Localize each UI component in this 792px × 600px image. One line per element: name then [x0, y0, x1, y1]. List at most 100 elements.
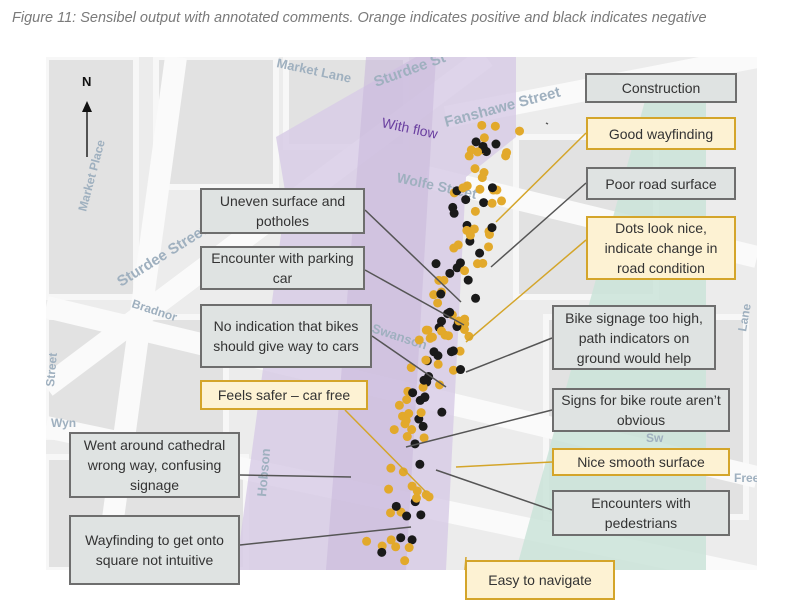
leader-line: [364, 209, 462, 303]
sensor-dot: [455, 258, 465, 268]
sensor-dot: [391, 501, 401, 511]
sensor-dot: [456, 365, 466, 375]
figure-caption: Figure 11: Sensibel output with annotate…: [12, 10, 707, 26]
sensor-dot: [487, 223, 497, 233]
sensor-dot: [386, 535, 396, 545]
sensor-dot: [427, 332, 437, 342]
sensor-dot: [453, 240, 463, 250]
sensor-dot: [477, 120, 487, 130]
sensor-dot: [407, 481, 417, 491]
sensor-dot: [479, 133, 489, 143]
sensor-dot: [464, 331, 474, 341]
sensor-dot: [515, 126, 525, 136]
sensor-dot: [420, 392, 430, 402]
sensor-dot: [415, 459, 425, 469]
sensor-dot: [416, 408, 426, 418]
sensor-dot: [475, 248, 485, 258]
with-flow-arrow: [326, 57, 436, 570]
leader-line: [455, 461, 553, 468]
negative-comment-box: Encounter with parking car: [200, 246, 365, 290]
sensor-dot: [419, 433, 429, 443]
sensor-dot: [458, 183, 468, 193]
street-label: Free: [734, 471, 757, 485]
sensor-dot: [414, 335, 424, 345]
sensor-dot: [402, 511, 412, 521]
sensor-dot: [469, 224, 479, 234]
sensor-dot: [487, 198, 497, 208]
sensor-dot: [391, 542, 401, 552]
sensor-dot: [408, 388, 418, 398]
sensor-dot: [470, 206, 480, 216]
sensor-dot: [443, 331, 453, 341]
sensor-dot: [475, 184, 485, 194]
sensor-dot: [479, 198, 489, 208]
sensor-dot: [461, 195, 471, 205]
sensor-dot: [491, 139, 501, 149]
sensor-dot: [448, 346, 458, 356]
negative-comment-box: Construction: [585, 73, 737, 103]
sensor-dot: [433, 298, 443, 308]
north-arrow-head: [82, 101, 92, 112]
sensor-dot: [400, 556, 410, 566]
sensor-dot: [386, 463, 396, 473]
sensor-dot: [435, 380, 445, 390]
leader-line: [371, 335, 447, 388]
leader-line: [405, 409, 553, 448]
street-label: Lane: [735, 302, 754, 332]
sensor-dot: [445, 307, 455, 317]
sensor-dot: [384, 484, 394, 494]
sensor-dot: [396, 533, 406, 543]
positive-comment-box: Easy to navigate: [465, 560, 615, 600]
leader-line: [239, 526, 412, 546]
sensor-dot: [389, 425, 399, 435]
leader-line: [490, 182, 587, 268]
street-label: Hobson: [254, 448, 273, 498]
north-label: N: [82, 74, 92, 89]
leader-line: [364, 269, 465, 326]
sensor-dot: [487, 183, 497, 193]
negative-comment-box: Went around cathedral wrong way, confusi…: [69, 432, 240, 498]
sensor-dot: [404, 409, 414, 419]
street-label: Street: [46, 352, 60, 387]
sensor-dot: [477, 173, 487, 183]
sensor-dot: [455, 346, 465, 356]
sensor-dot: [445, 268, 455, 278]
negative-comment-box: Poor road surface: [586, 167, 736, 200]
positive-comment-box: Dots look nice, indicate change in road …: [586, 216, 736, 280]
negative-comment-box: Signs for bike route aren’t obvious: [552, 388, 730, 432]
sensor-dot: [460, 266, 470, 276]
sensor-dot: [431, 259, 441, 269]
street-label: Sw: [646, 431, 664, 445]
sensor-dot: [436, 289, 446, 299]
sensor-dot: [402, 432, 412, 442]
leader-line: [239, 474, 352, 478]
sensor-dot: [448, 202, 458, 212]
leader-line: [545, 122, 549, 125]
negative-comment-box: Wayfinding to get onto square not intuit…: [69, 515, 240, 585]
sensor-dot: [433, 359, 443, 369]
sensor-dot: [421, 355, 431, 365]
sensor-dot: [497, 196, 507, 206]
sensor-dot: [463, 275, 473, 285]
sensor-dot: [377, 547, 387, 557]
sensor-dot: [386, 508, 396, 518]
negative-comment-box: Bike signage too high, path indicators o…: [552, 305, 716, 370]
sensor-dot: [401, 415, 411, 425]
sensor-dot: [478, 141, 488, 151]
sensor-dot: [433, 351, 443, 361]
sensor-dot: [501, 151, 511, 161]
sensor-dot: [472, 259, 482, 269]
sensor-dot: [421, 490, 431, 500]
positive-comment-box: Feels safer – car free: [200, 380, 368, 410]
leader-line: [465, 239, 587, 343]
sensor-dot: [484, 242, 494, 252]
sensor-dot: [423, 325, 433, 335]
negative-comment-box: Uneven surface and potholes: [200, 188, 365, 234]
leader-line: [344, 409, 427, 493]
city-block: [46, 57, 139, 300]
sensor-dot: [462, 225, 472, 235]
street-label: Wyn: [51, 416, 76, 430]
leader-line: [465, 337, 553, 373]
sensor-dot: [418, 421, 428, 431]
sensor-dot: [466, 145, 476, 155]
